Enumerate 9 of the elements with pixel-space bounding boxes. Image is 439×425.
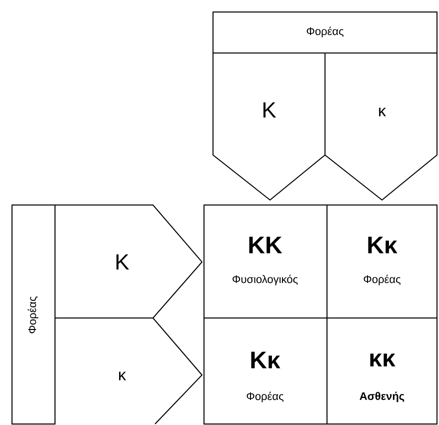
allele-pentagon: κ: [324, 52, 438, 201]
genotype-cell: κκ Ασθενής: [326, 317, 438, 424]
header-box: Φορέας: [212, 12, 438, 54]
allele-pentagon: Κ: [54, 204, 203, 318]
genotype-cell: ΚΚ Φυσιολογικός: [204, 204, 328, 318]
genotype-cell: Κκ Φορέας: [326, 204, 438, 318]
genotype-cell: Κκ Φορέας: [204, 317, 328, 424]
allele-pentagon: Κ: [212, 52, 326, 201]
header-box: Φορέας: [12, 204, 56, 424]
